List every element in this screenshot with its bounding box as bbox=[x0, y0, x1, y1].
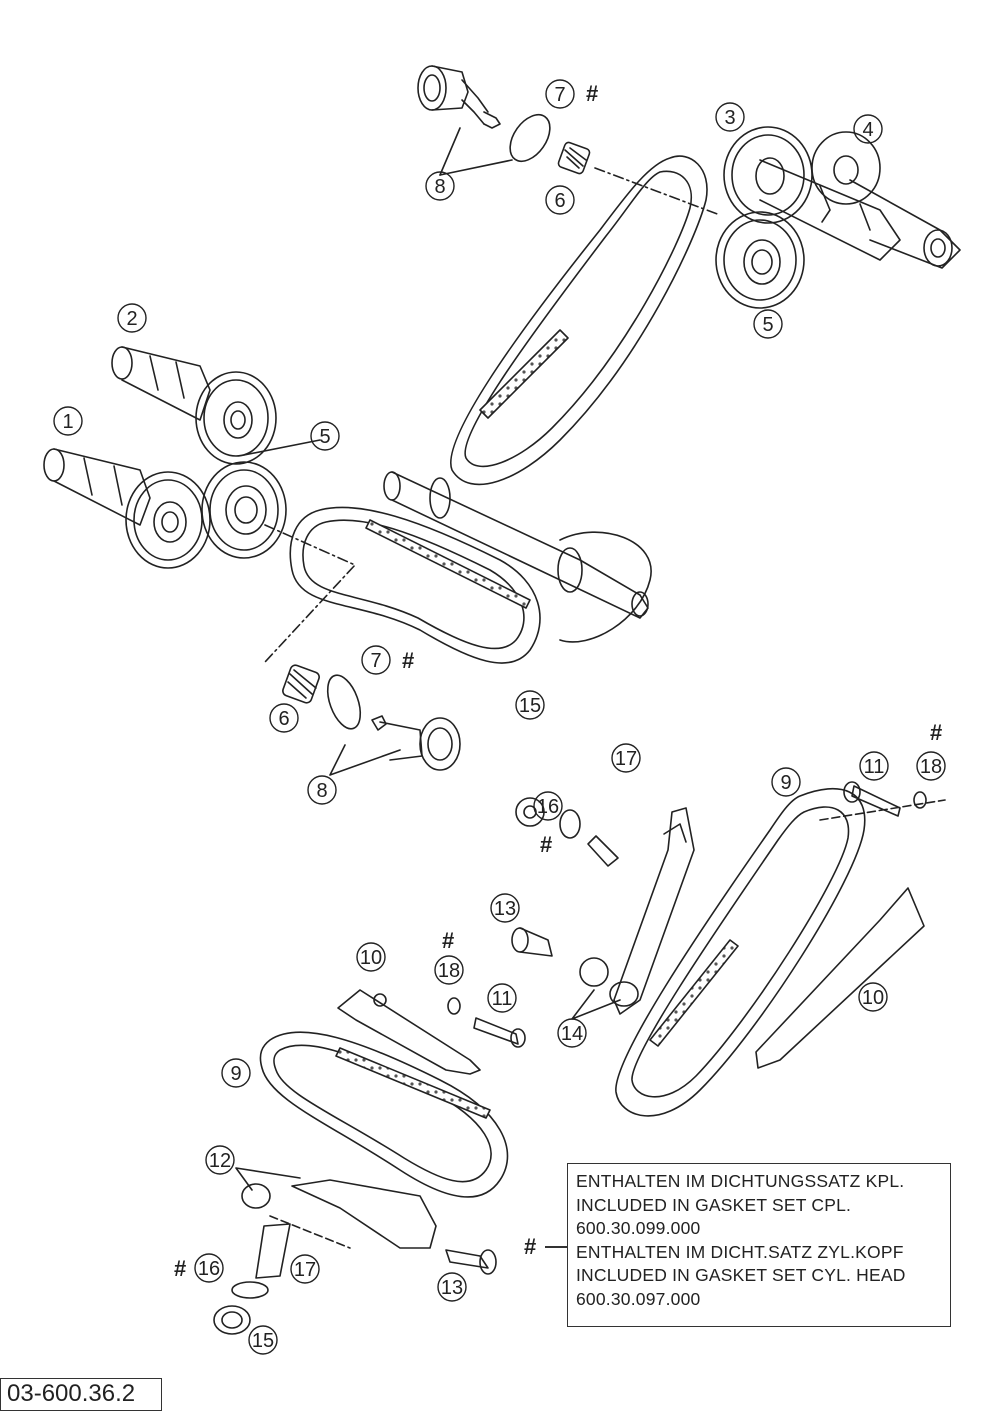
gasket-set-note: ENTHALTEN IM DICHTUNGSSATZ KPL. INCLUDED… bbox=[567, 1163, 951, 1327]
callout-10-left: 10 bbox=[360, 947, 382, 969]
pivot-bolt-13-upper bbox=[511, 927, 639, 1007]
tensioner-plug-upper bbox=[515, 797, 619, 867]
camshaft-3 bbox=[723, 126, 901, 261]
bolt-11-right bbox=[843, 781, 927, 817]
callout-13-lower: 13 bbox=[441, 1277, 463, 1299]
note-line-6: 600.30.097.000 bbox=[576, 1288, 701, 1309]
pivot-bolt-13-lower bbox=[445, 1249, 497, 1275]
leader-8-top-a bbox=[439, 159, 513, 176]
tensioner-rail-right bbox=[755, 887, 925, 1069]
leader-5-left bbox=[243, 439, 321, 456]
timing-chain-right bbox=[615, 787, 866, 1117]
hash-18-right: # bbox=[930, 720, 942, 745]
callout-11-left: 11 bbox=[492, 988, 513, 1010]
callout-6-middle: 6 bbox=[278, 708, 289, 730]
callout-11-right: 11 bbox=[864, 756, 885, 778]
hash-7-middle: # bbox=[402, 648, 414, 673]
callout-16-upper: 16 bbox=[537, 796, 559, 818]
drawing-number: 03-600.36.2 bbox=[0, 1378, 162, 1411]
callout-9-lower: 9 bbox=[230, 1063, 241, 1085]
leader-8-top-b bbox=[439, 127, 461, 176]
callout-15-lower: 15 bbox=[252, 1330, 274, 1352]
note-line-2: INCLUDED IN GASKET SET CPL. bbox=[576, 1194, 852, 1215]
hash-markers: # # # # # # bbox=[174, 81, 942, 1281]
hash-7-top: # bbox=[586, 81, 598, 106]
callout-13-upper: 13 bbox=[494, 898, 516, 920]
callout-1: 1 bbox=[62, 411, 73, 433]
callout-8-top: 8 bbox=[434, 176, 445, 198]
callout-9-right: 9 bbox=[780, 772, 791, 794]
chain-guide-right bbox=[613, 807, 695, 1015]
intermediate-shaft bbox=[383, 471, 652, 643]
note-line-4: ENTHALTEN IM DICHT.SATZ ZYL.KOPF bbox=[576, 1241, 904, 1262]
sleeve-17-lower bbox=[255, 1223, 291, 1279]
callout-14: 14 bbox=[561, 1023, 583, 1045]
gear-5-left bbox=[201, 461, 287, 559]
bolt-11-left bbox=[447, 997, 526, 1048]
callout-2: 2 bbox=[126, 308, 137, 330]
callout-10-right: 10 bbox=[862, 987, 884, 1009]
hash-18-left: # bbox=[442, 928, 454, 953]
callout-17-lower: 17 bbox=[294, 1259, 316, 1281]
callout-6-top: 6 bbox=[554, 190, 565, 212]
camshaft-2 bbox=[111, 346, 277, 465]
hash-16-upper: # bbox=[540, 832, 552, 857]
centerline-left bbox=[264, 524, 356, 663]
callout-17-upper: 17 bbox=[615, 748, 637, 770]
callout-8-middle: 8 bbox=[316, 780, 327, 802]
callout-7-top: 7 bbox=[554, 84, 565, 106]
note-line-3: 600.30.099.000 bbox=[576, 1218, 701, 1239]
callout-18-right: 18 bbox=[920, 756, 942, 778]
callout-5-right: 5 bbox=[762, 314, 773, 336]
note-hash-marker: # bbox=[524, 1234, 537, 1259]
timing-chain-lower bbox=[259, 1031, 509, 1198]
callout-5-left: 5 bbox=[319, 426, 330, 448]
camshaft-1 bbox=[43, 448, 211, 569]
leader-12 bbox=[235, 1167, 301, 1191]
chain-guide-left bbox=[337, 989, 481, 1075]
centerline-top bbox=[594, 167, 721, 216]
upper-timing-chain bbox=[450, 155, 708, 486]
note-line-5: INCLUDED IN GASKET SET CYL. HEAD bbox=[576, 1265, 906, 1286]
washer-16-lower bbox=[231, 1281, 269, 1299]
bearing-pin-middle bbox=[282, 664, 461, 771]
middle-timing-chain bbox=[289, 506, 541, 664]
gear-5-right bbox=[715, 211, 805, 309]
callout-18-left: 18 bbox=[438, 960, 460, 982]
plug-15-lower bbox=[213, 1305, 251, 1335]
hash-16-lower: # bbox=[174, 1256, 186, 1281]
callout-7-middle: 7 bbox=[370, 650, 381, 672]
callout-3: 3 bbox=[724, 107, 735, 129]
callout-12: 12 bbox=[209, 1150, 231, 1172]
tensioner-rail-lower bbox=[291, 1179, 437, 1249]
note-line-1: ENTHALTEN IM DICHTUNGSSATZ KPL. bbox=[576, 1171, 905, 1191]
callout-labels: 1 2 3 4 5 5 6 6 7 7 8 8 9 9 10 10 11 11 … bbox=[62, 84, 942, 1352]
bushing-12 bbox=[241, 1183, 271, 1209]
callout-4: 4 bbox=[862, 119, 873, 141]
leader-14 bbox=[571, 989, 621, 1020]
leader-8-middle bbox=[329, 744, 401, 776]
bearing-pin-top bbox=[417, 65, 591, 175]
callout-circles bbox=[53, 79, 946, 1355]
callout-15-upper: 15 bbox=[519, 695, 541, 717]
callout-16-lower: 16 bbox=[198, 1258, 220, 1280]
note-leader-line bbox=[545, 1246, 567, 1248]
camshaft-4 bbox=[811, 131, 961, 269]
